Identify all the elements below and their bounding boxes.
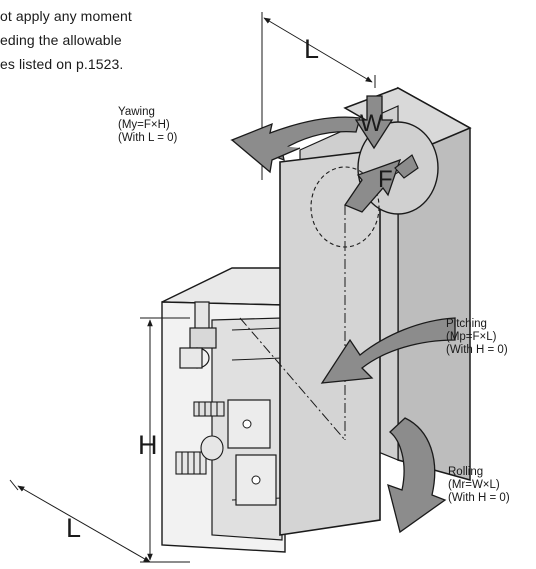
yawing-arrow — [230, 116, 361, 174]
w-force-label: W — [360, 110, 383, 137]
rolling-condition: (With H = 0) — [448, 492, 510, 504]
yawing-condition: (With L = 0) — [118, 132, 178, 144]
pitching-condition: (With H = 0) — [446, 344, 508, 356]
pitching-label: Pitching (Mp=F×L) (With H = 0) — [446, 318, 508, 357]
caption-line-2: eding the allowable — [0, 32, 122, 48]
yawing-formula: (My=F×H) — [118, 119, 170, 131]
yawing-name: Yawing — [118, 106, 155, 118]
dimension-lines — [9, 12, 376, 563]
load-plate — [279, 86, 472, 536]
pitching-arrow — [320, 317, 456, 384]
caption-note: ot apply any moment eding the allowable … — [0, 4, 132, 76]
caption-line-3: es listed on p.1523. — [0, 56, 124, 72]
pitching-name: Pitching — [446, 318, 487, 330]
dimension-l-top: L — [304, 34, 320, 64]
pitching-formula: (Mp=F×L) — [446, 331, 497, 343]
rolling-arrow — [387, 417, 447, 534]
yawing-label: Yawing (My=F×H) (With L = 0) — [118, 106, 177, 145]
dimension-l-bottom: L — [66, 513, 82, 543]
f-force-arrow — [344, 154, 419, 213]
f-force-label: F — [378, 166, 393, 193]
air-fittings — [175, 301, 225, 475]
caption-line-1: ot apply any moment — [0, 8, 132, 24]
rolling-label: Rolling (Mr=W×L) (With H = 0) — [448, 466, 510, 505]
dimension-h: H — [138, 430, 158, 460]
w-force-arrow — [354, 95, 394, 150]
rolling-formula: (Mr=W×L) — [448, 479, 500, 491]
rolling-name: Rolling — [448, 466, 484, 478]
